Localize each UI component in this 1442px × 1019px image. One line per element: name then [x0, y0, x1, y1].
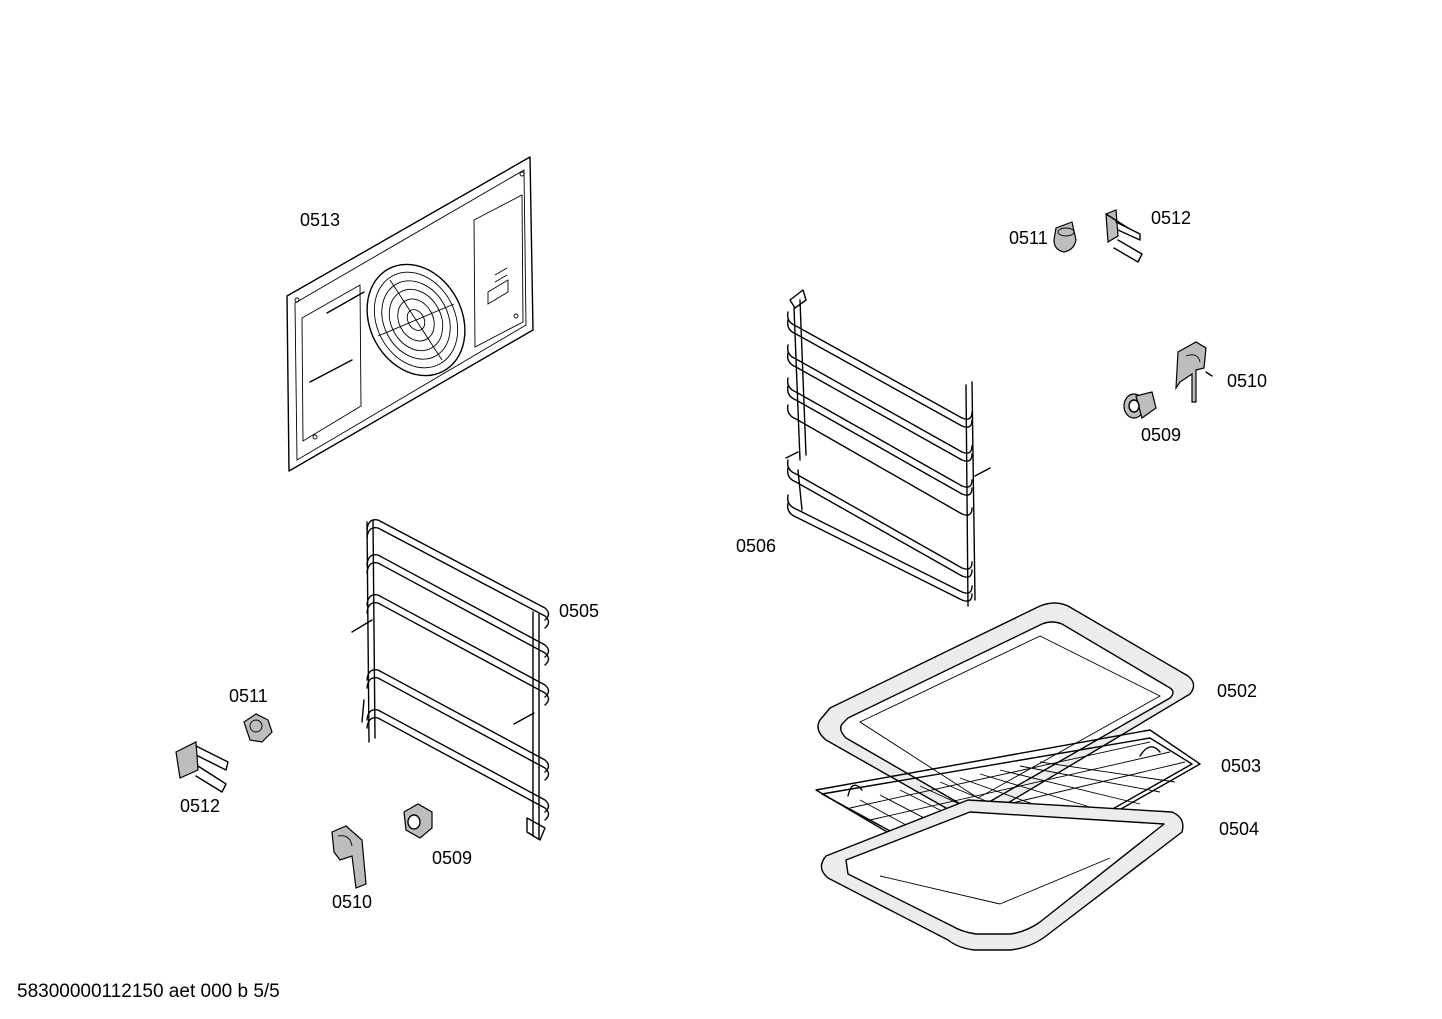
label-0509-right: 0509 — [1141, 425, 1182, 445]
clip-0511-left — [243, 713, 273, 743]
baking-tray-0504 — [820, 799, 1184, 951]
label-0512-right: 0512 — [1151, 208, 1192, 228]
label-0512-left: 0512 — [180, 796, 221, 816]
holder-0510-left — [331, 825, 367, 889]
label-0505: 0505 — [559, 601, 600, 621]
clip-0511-right — [1053, 221, 1077, 253]
universal-pan-0502 — [817, 602, 1195, 821]
label-0511-right: 0511 — [1009, 228, 1048, 248]
grommet-0509-right — [1123, 391, 1157, 419]
document-footer-code: 58300000112150 aet 000 b 5/5 — [17, 981, 280, 1002]
bracket-0512-right — [1105, 209, 1143, 263]
label-0513: 0513 — [300, 210, 341, 230]
bracket-0512-left — [175, 741, 229, 793]
label-0506: 0506 — [736, 536, 777, 556]
grommet-0509-left — [403, 803, 433, 839]
label-0511-left: 0511 — [229, 686, 268, 706]
label-0502: 0502 — [1217, 681, 1258, 701]
holder-0510-right — [1175, 341, 1213, 403]
side-rack-0505 — [351, 519, 550, 841]
side-rack-0506 — [785, 289, 991, 607]
label-0504: 0504 — [1219, 819, 1260, 839]
label-0503: 0503 — [1221, 756, 1262, 776]
label-0510-right: 0510 — [1227, 371, 1268, 391]
back-panel-0513 — [286, 156, 534, 472]
label-0509-left: 0509 — [432, 848, 473, 868]
label-0510-left: 0510 — [332, 892, 373, 912]
